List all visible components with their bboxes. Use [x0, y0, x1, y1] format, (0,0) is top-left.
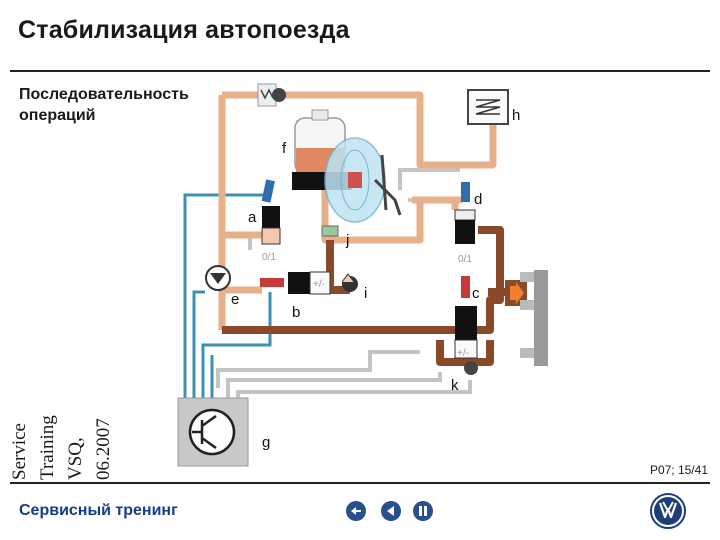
valve-d: 0/1 — [454, 182, 476, 265]
page-title: Стабилизация автопоезда — [18, 16, 350, 44]
component-i — [341, 273, 358, 292]
previous-icon — [381, 501, 401, 521]
label-h: h — [512, 107, 520, 124]
valve-c-state: +/- — [457, 348, 469, 359]
top-divider — [10, 70, 710, 72]
label-e: e — [231, 291, 239, 308]
brake-booster — [292, 137, 402, 223]
side-text-line-1: Service — [9, 423, 30, 480]
valve-a: 0/1 — [261, 179, 281, 263]
bottom-divider — [10, 482, 710, 484]
page-number: P07; 15/41 — [649, 463, 708, 477]
vw-logo — [650, 493, 686, 534]
valve-b-state: +/- — [313, 279, 325, 290]
diagram-labels: a b c d e f g h i j k — [231, 107, 520, 451]
trailer-brake — [505, 270, 548, 366]
spring-sensor — [257, 83, 286, 107]
pressure-switch-h — [467, 89, 509, 125]
label-b: b — [292, 304, 300, 321]
side-text-line-3: VSQ, — [65, 437, 86, 480]
label-f: f — [282, 140, 287, 157]
label-i: i — [364, 285, 367, 302]
label-k: k — [451, 377, 459, 394]
label-c: c — [472, 285, 480, 302]
pause-button[interactable] — [412, 500, 434, 527]
pump-e — [205, 265, 231, 291]
diagram-subtitle: Последовательность операций — [19, 86, 189, 124]
valve-b: +/- — [260, 271, 331, 295]
label-g: g — [262, 434, 270, 451]
footer-label: Сервисный тренинг — [19, 502, 178, 519]
valve-d-state: 0/1 — [458, 254, 472, 265]
component-j — [321, 225, 339, 237]
previous-button[interactable] — [380, 500, 402, 527]
valve-c: +/- — [454, 276, 478, 359]
control-unit-g — [177, 397, 249, 467]
valve-a-state: 0/1 — [262, 252, 276, 263]
service-training-vertical: Service Training VSQ, 06.2007 — [8, 390, 124, 490]
side-text-line-4: 06.2007 — [93, 418, 114, 480]
back-return-icon — [346, 501, 366, 521]
side-text-line-2: Training — [37, 415, 58, 480]
label-a: a — [248, 209, 257, 226]
pause-icon — [413, 501, 433, 521]
component-k — [464, 361, 478, 375]
label-j: j — [345, 232, 349, 249]
back-button[interactable] — [345, 500, 367, 527]
label-d: d — [474, 191, 482, 208]
vw-logo-icon — [650, 493, 686, 529]
